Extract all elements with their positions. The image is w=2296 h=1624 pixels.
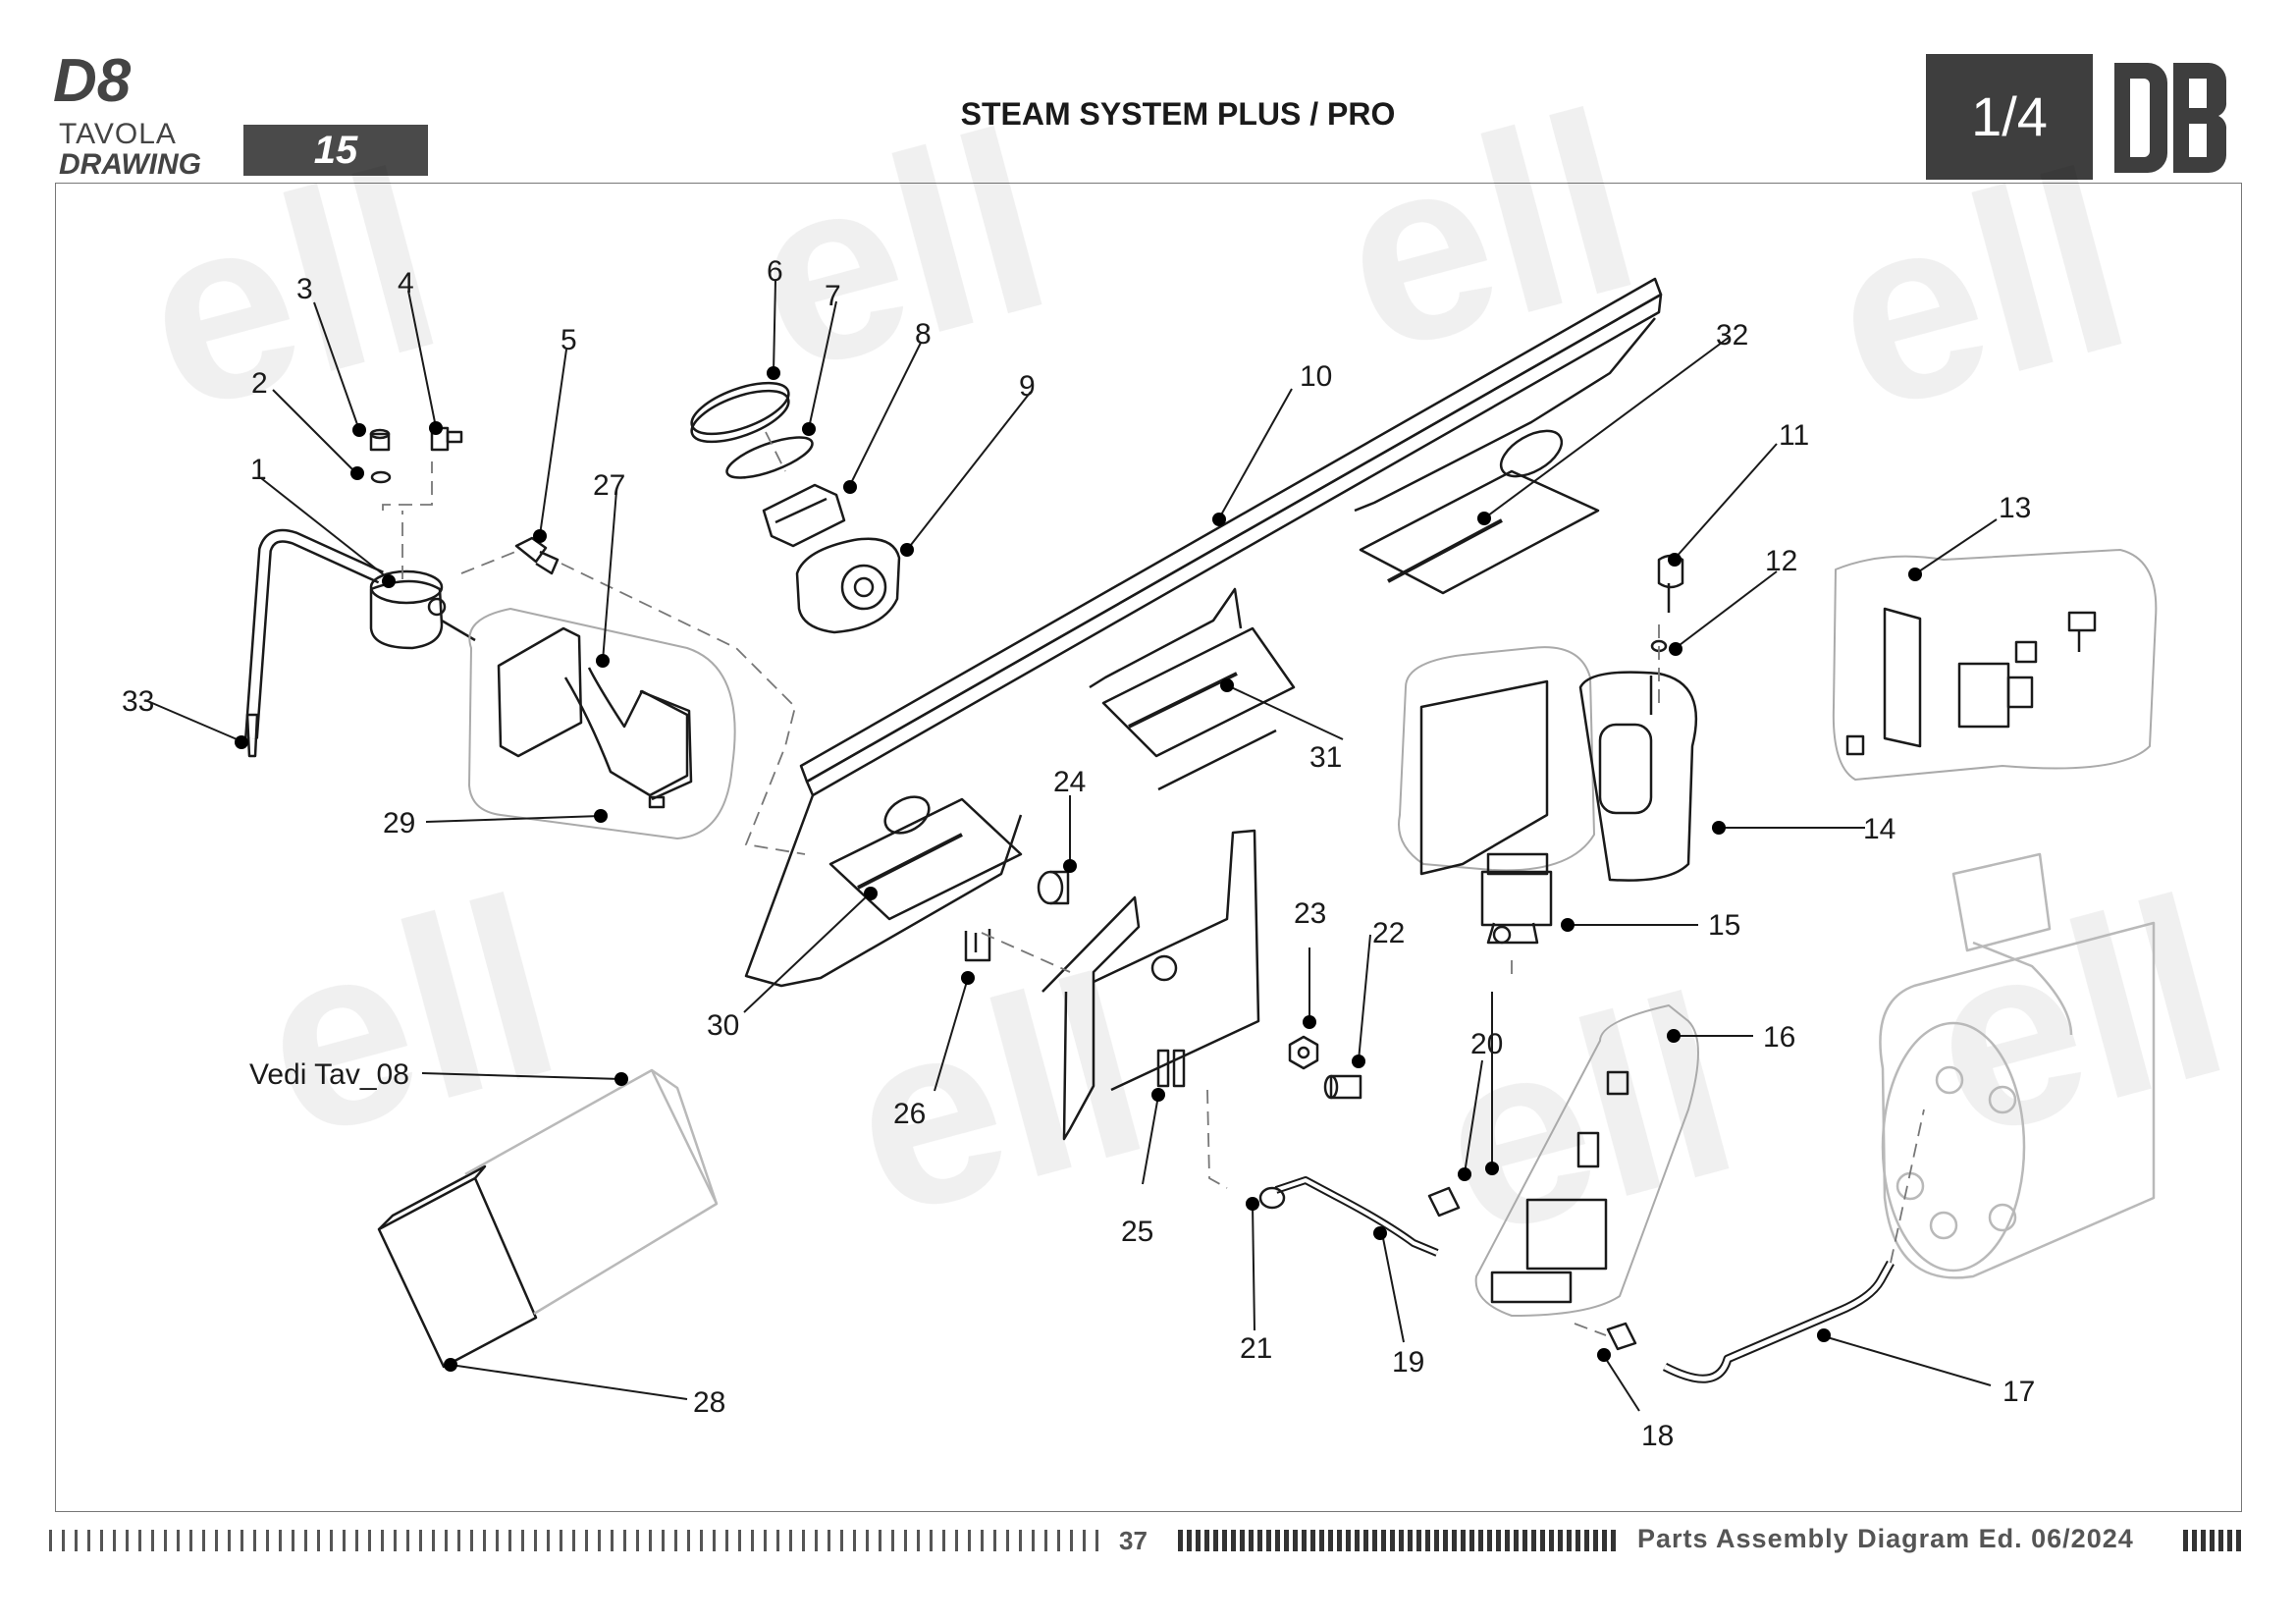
callout-10: 10 <box>1300 360 1332 393</box>
footer-edition: Parts Assembly Diagram Ed. 06/2024 <box>1637 1524 2134 1553</box>
brand-logo <box>2114 63 2227 173</box>
model-name: D8 <box>53 47 132 115</box>
svg-text:ell: ell <box>235 843 582 1192</box>
callout-4: 4 <box>398 267 414 299</box>
callout-19: 19 <box>1392 1346 1424 1379</box>
control-knob <box>795 537 901 634</box>
footer-page-number: 37 <box>1119 1526 1148 1555</box>
gasket-rings <box>690 381 814 479</box>
drawing-label: DRAWING <box>59 148 201 181</box>
callout-23: 23 <box>1294 897 1326 930</box>
callout-9: 9 <box>1019 370 1036 403</box>
callout-33: 33 <box>122 685 154 718</box>
callout-27: 27 <box>593 469 625 502</box>
callout-6: 6 <box>767 255 783 288</box>
valve-group-13 <box>1832 549 2158 781</box>
sub-bracket-30 <box>828 797 1023 921</box>
control-box-28 <box>377 1164 538 1369</box>
callout-dots <box>235 366 1922 1372</box>
callout-14: 14 <box>1863 813 1896 845</box>
tavola-label: TAVOLA <box>59 118 177 150</box>
callout-2: 2 <box>251 367 268 400</box>
footer: 37 Parts Assembly Diagram Ed. 06/2024 <box>0 1524 2296 1559</box>
solenoid-15 <box>1480 852 1553 945</box>
svg-text:ell: ell <box>1805 117 2153 465</box>
main-frame-10 <box>744 277 1663 988</box>
callout-5: 5 <box>561 324 577 356</box>
callout-26: 26 <box>893 1098 926 1130</box>
callout-11: 11 <box>1779 419 1809 452</box>
assembly-dashes <box>382 431 1925 1336</box>
callout-32: 32 <box>1716 319 1748 352</box>
grommet-24 <box>1037 870 1070 905</box>
callout-28: 28 <box>693 1386 725 1419</box>
tube-19 <box>1274 1176 1461 1257</box>
callout-25: 25 <box>1121 1216 1153 1248</box>
page-title: STEAM SYSTEM PLUS / PRO <box>960 96 1396 132</box>
fitting-21 <box>1258 1186 1286 1210</box>
callout-22: 22 <box>1372 917 1405 949</box>
callout-13: 13 <box>1999 492 2031 524</box>
callout-7: 7 <box>825 280 841 312</box>
callout-20: 20 <box>1470 1028 1503 1060</box>
callout-labels: 1 2 3 4 5 6 7 8 9 10 11 12 13 14 15 16 1… <box>122 255 2035 1452</box>
ghost-parts <box>464 852 2156 1316</box>
sub-bracket-32 <box>1359 469 1600 595</box>
callout-21: 21 <box>1240 1332 1272 1365</box>
fitting-22 <box>1323 1074 1362 1100</box>
svg-text:ell: ell <box>1903 843 2251 1192</box>
callout-29: 29 <box>383 807 415 839</box>
callout-15: 15 <box>1708 909 1740 942</box>
solenoid-16 <box>1474 1004 1699 1317</box>
leader-lines <box>144 280 1998 1412</box>
svg-text:ell: ell <box>1413 942 1760 1290</box>
svg-text:ell: ell <box>1314 58 1662 406</box>
callout-8: 8 <box>915 318 932 351</box>
footer-ticks-left <box>49 1530 1103 1551</box>
svg-text:ell: ell <box>824 922 1171 1271</box>
small-fittings-top <box>369 426 463 484</box>
footer-ticks-right <box>2183 1530 2242 1551</box>
tube-17 <box>1606 1260 1895 1383</box>
bracket-group <box>468 608 736 839</box>
drawing-frame <box>55 183 2242 1512</box>
callout-3: 3 <box>296 273 313 305</box>
footer-ticks-mid <box>1178 1530 1620 1551</box>
drawing-number: 15 <box>243 125 428 176</box>
watermark: ell ell ell ell ell ell ell ell <box>117 58 2251 1290</box>
nut-23 <box>1288 1035 1319 1070</box>
elbow-fitting-5 <box>514 536 560 575</box>
callout-1: 1 <box>250 454 267 486</box>
callout-30: 30 <box>707 1009 739 1042</box>
support-bracket <box>1041 829 1260 1141</box>
pump-group <box>1398 554 1698 882</box>
callout-vedi-tav-08: Vedi Tav_08 <box>249 1058 409 1091</box>
selector-switch <box>762 483 846 548</box>
callout-31: 31 <box>1309 741 1342 774</box>
callout-18: 18 <box>1641 1420 1674 1452</box>
callout-24: 24 <box>1053 766 1086 798</box>
clip-26 <box>964 929 991 962</box>
steam-wand <box>244 528 384 758</box>
callout-12: 12 <box>1765 545 1797 577</box>
sub-bracket-31 <box>1101 626 1296 791</box>
callout-17: 17 <box>2002 1376 2035 1408</box>
page-fraction: 1/4 <box>1926 54 2093 180</box>
callout-16: 16 <box>1763 1021 1795 1054</box>
